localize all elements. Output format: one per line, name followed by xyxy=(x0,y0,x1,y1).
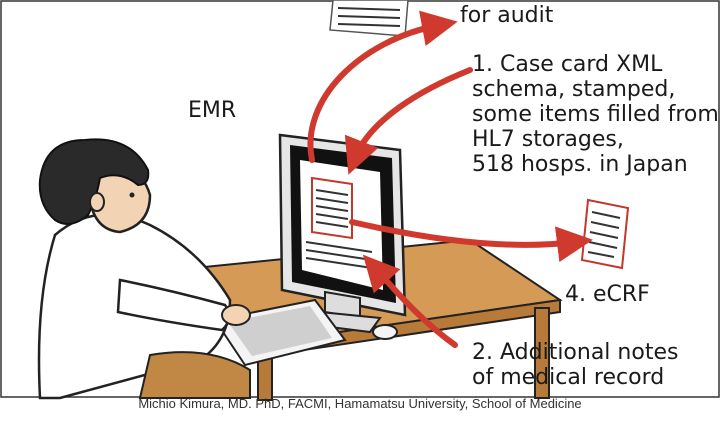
emr-label: EMR xyxy=(188,98,237,123)
doctor-figure xyxy=(37,138,251,400)
step1-label: 1. Case card XML schema, stamped, some i… xyxy=(472,52,719,177)
ecrf-paper xyxy=(580,198,630,270)
arrow-to-audit xyxy=(307,10,458,163)
arrow-additional-notes xyxy=(362,254,458,348)
audit-label: for audit xyxy=(460,3,554,28)
arrow-from-case-card xyxy=(344,67,473,175)
footer-credit: Michio Kimura, MD. PhD, FACMI, Hamamatsu… xyxy=(138,396,582,411)
step2-label: 2. Additional notes of medical record xyxy=(472,340,678,390)
mouse xyxy=(372,324,398,340)
step1-line: schema, stamped, xyxy=(472,77,676,102)
case-card-on-screen xyxy=(305,176,373,269)
step2-line: of medical record xyxy=(472,365,665,390)
audit-paper xyxy=(329,0,409,37)
step4-label: 4. eCRF xyxy=(565,282,650,307)
step1-line: 518 hosps. in Japan xyxy=(472,152,688,177)
step1-line: 1. Case card XML xyxy=(472,52,663,77)
arrow-to-ecrf xyxy=(349,219,593,263)
step1-line: some items filled from xyxy=(472,102,719,127)
step1-line: HL7 storages, xyxy=(472,127,624,152)
step2-line: 2. Additional notes xyxy=(472,340,679,365)
